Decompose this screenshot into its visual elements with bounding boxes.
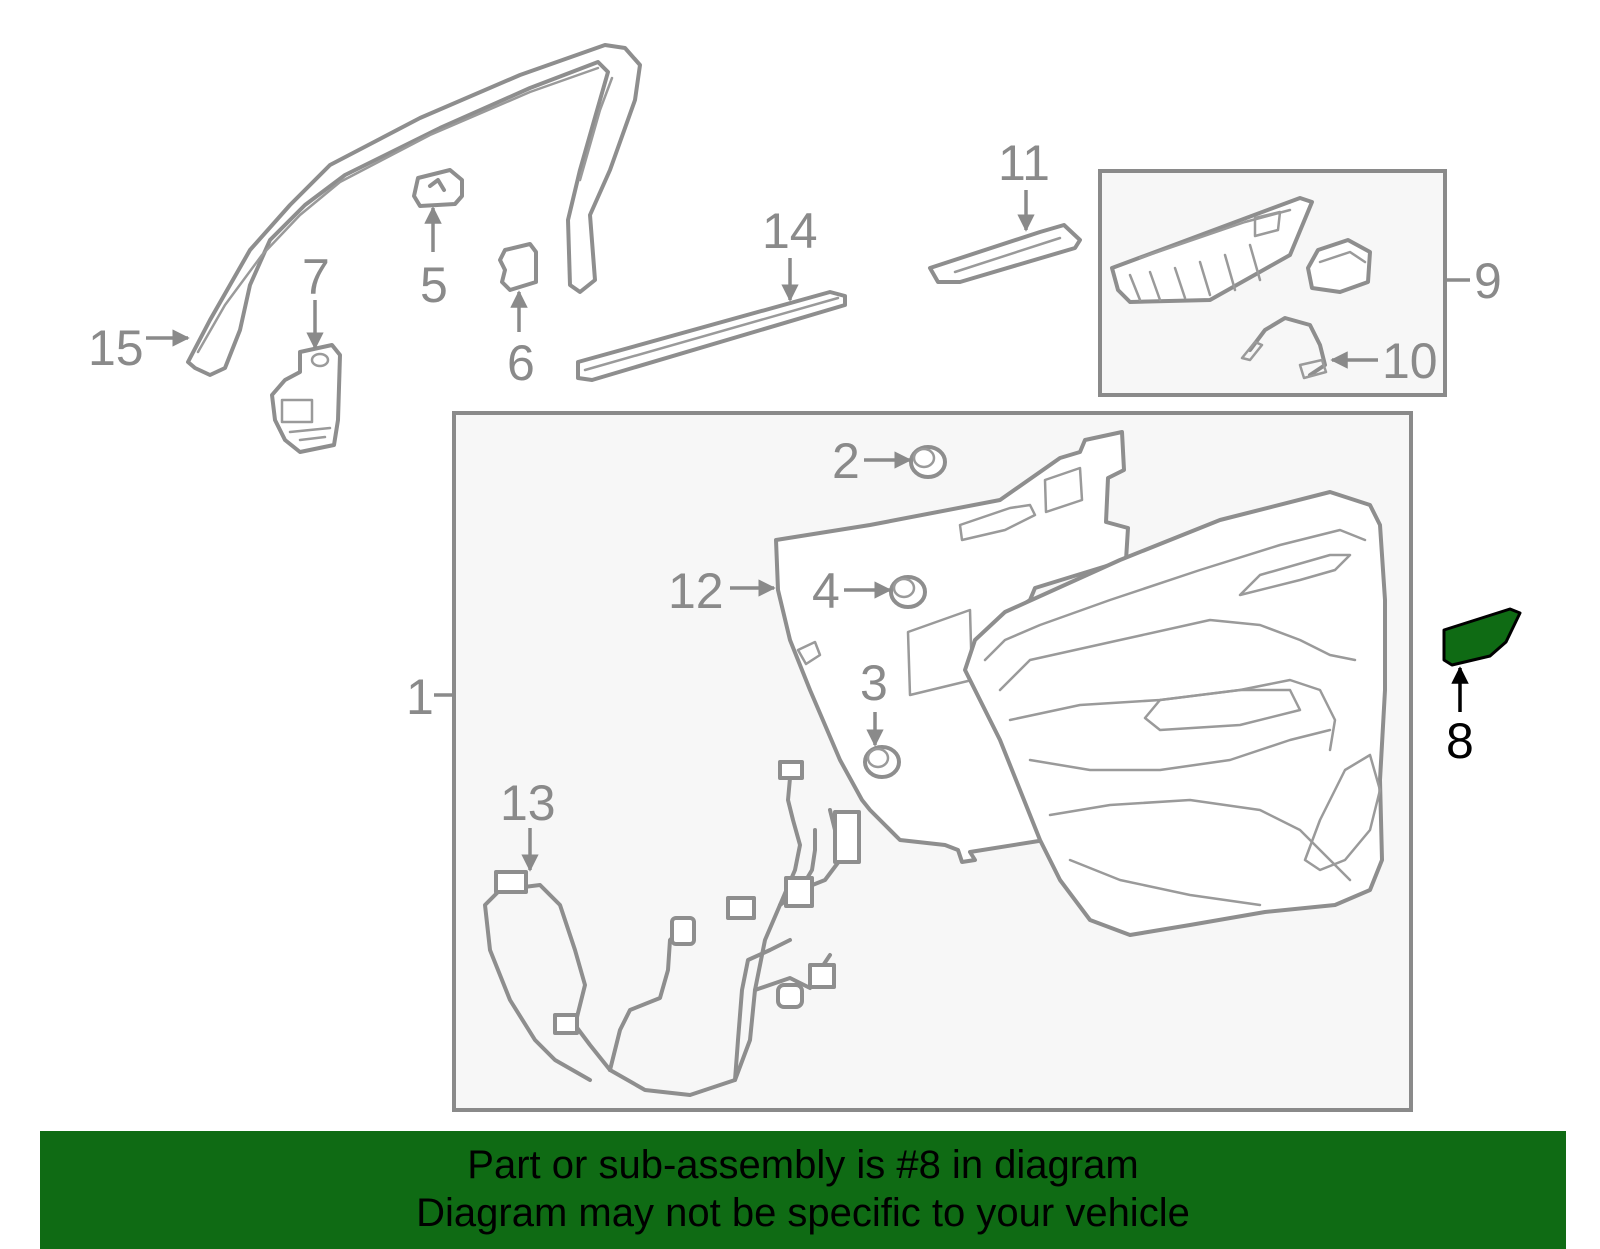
callout-12: 12 xyxy=(668,563,724,619)
callout-9: 9 xyxy=(1474,253,1502,309)
callout-1: 1 xyxy=(406,669,434,725)
callout-8: 8 xyxy=(1446,713,1474,769)
callout-5: 5 xyxy=(420,257,448,313)
callout-4: 4 xyxy=(812,563,840,619)
callout-14: 14 xyxy=(762,203,818,259)
callout-7: 7 xyxy=(302,249,330,305)
callout-11: 11 xyxy=(998,135,1050,191)
part-14-strip xyxy=(576,290,847,382)
callout-15: 15 xyxy=(88,320,144,376)
part-13-wiring-harness xyxy=(483,760,861,1097)
part-9-switch-panel xyxy=(1110,196,1372,304)
callout-10: 10 xyxy=(1382,333,1438,389)
part-8-highlighted xyxy=(1442,607,1522,667)
part-10-harness xyxy=(1240,316,1328,380)
part-6-bracket xyxy=(498,242,538,292)
part-3-clip xyxy=(863,745,901,779)
part-7-bracket xyxy=(270,343,342,454)
callout-2: 2 xyxy=(832,433,860,489)
callout-3: 3 xyxy=(860,655,888,711)
part-15-frame xyxy=(186,43,642,377)
part-2-clip xyxy=(909,445,947,479)
callout-13: 13 xyxy=(500,775,556,831)
banner-line-2: Diagram may not be specific to your vehi… xyxy=(416,1191,1190,1235)
part-5-clip xyxy=(412,168,464,208)
part-11-trim xyxy=(928,223,1082,284)
door-trim-panel xyxy=(963,490,1387,937)
callout-6: 6 xyxy=(507,335,535,391)
banner-line-1: Part or sub-assembly is #8 in diagram xyxy=(467,1143,1139,1187)
part-4-clip xyxy=(889,575,927,609)
info-banner: Part or sub-assembly is #8 in diagram Di… xyxy=(40,1131,1566,1249)
